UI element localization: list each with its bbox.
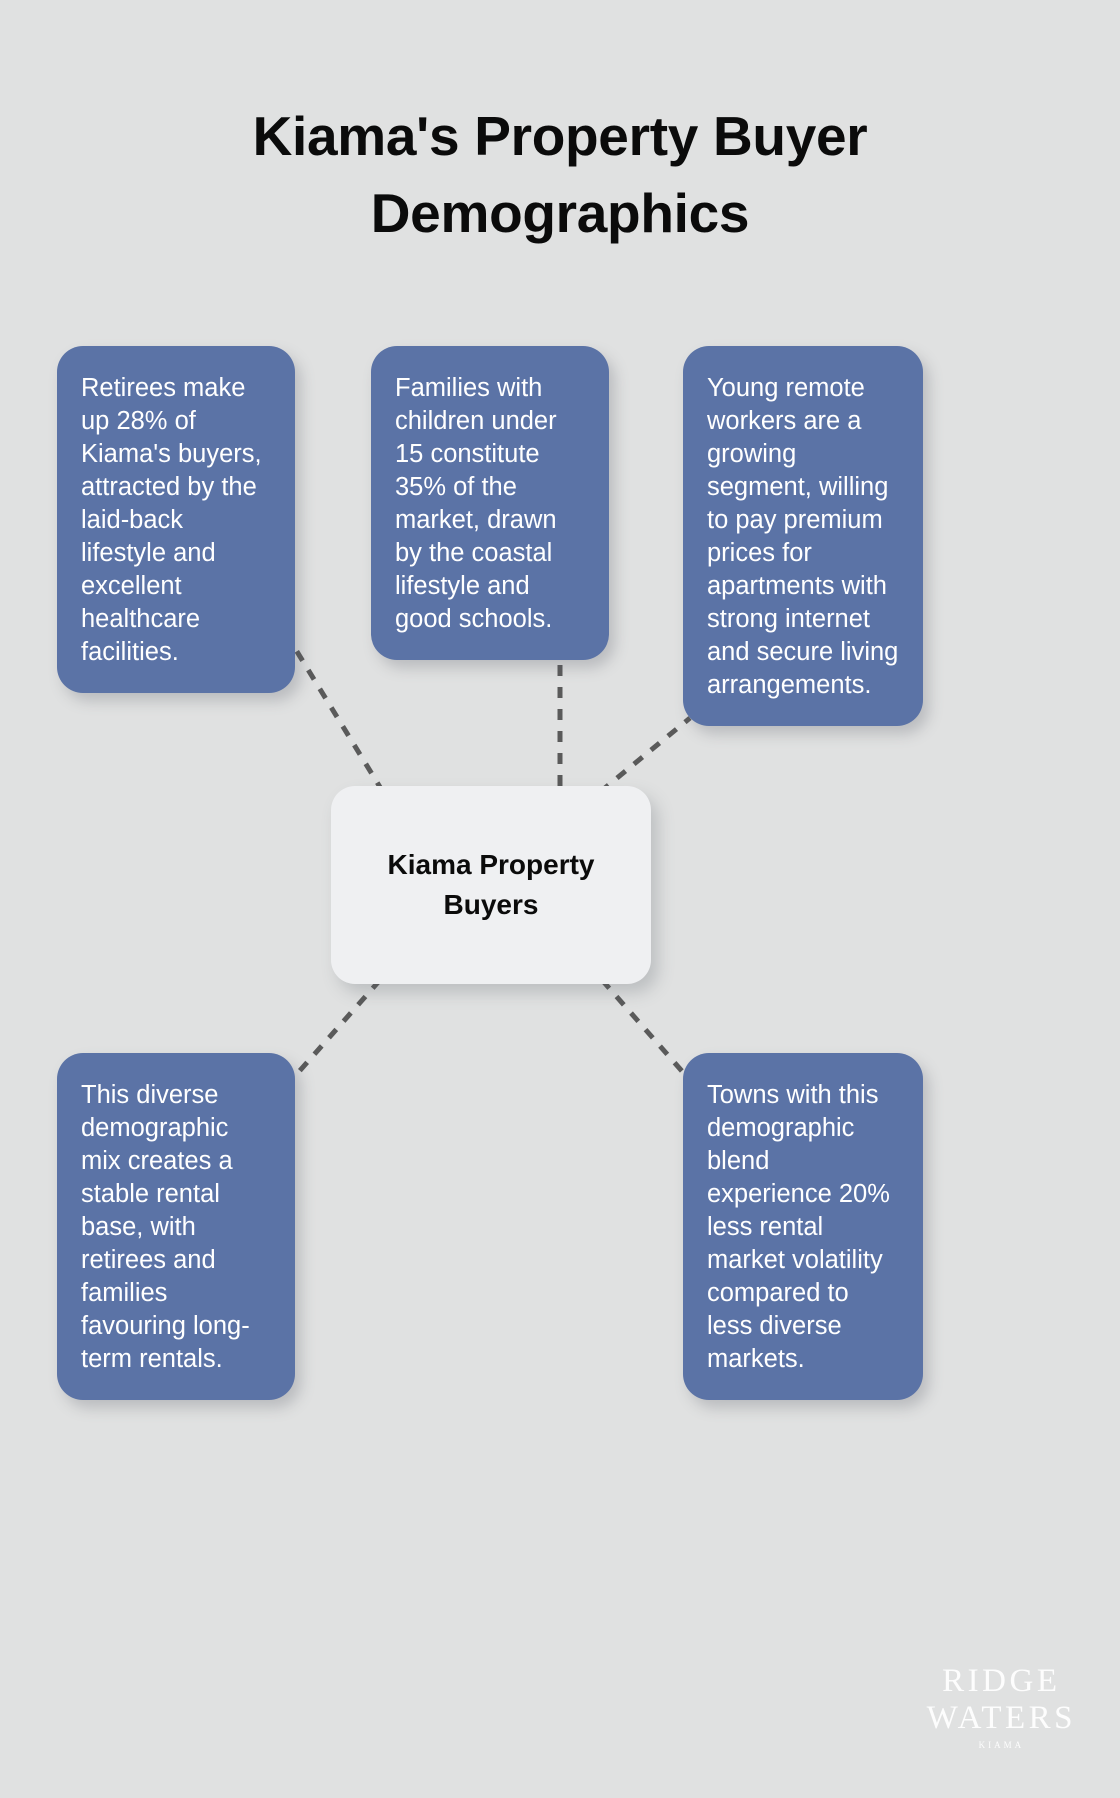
node-families-text: Families with children under 15 constitu… [395, 374, 557, 634]
node-center-hub-label: Kiama Property Buyers [387, 849, 595, 920]
connector-center-to-volatility [600, 978, 690, 1080]
node-market-volatility[interactable]: Towns with this demographic blend experi… [683, 1053, 923, 1401]
node-rental-base-text: This diverse demographic mix creates a s… [81, 1081, 250, 1374]
node-families[interactable]: Families with children under 15 constitu… [371, 346, 609, 661]
connector-center-to-rental-base [294, 978, 382, 1077]
brand-watermark-line1: RIDGE [942, 1663, 1061, 1699]
node-rental-base[interactable]: This diverse demographic mix creates a s… [57, 1053, 295, 1401]
node-remote-workers-text: Young remote workers are a growing segme… [707, 374, 899, 700]
node-retirees-text: Retirees make up 28% of Kiama's buyers, … [81, 374, 262, 667]
node-retirees[interactable]: Retirees make up 28% of Kiama's buyers, … [57, 346, 295, 694]
connector-center-to-remote-workers [598, 716, 692, 794]
node-remote-workers[interactable]: Young remote workers are a growing segme… [683, 346, 923, 727]
brand-watermark-line2: WATERS [926, 1700, 1076, 1736]
node-center-hub[interactable]: Kiama Property Buyers [331, 786, 651, 984]
brand-watermark-line3: KIAMA [978, 1740, 1025, 1750]
node-market-volatility-text: Towns with this demographic blend experi… [707, 1081, 890, 1374]
brand-watermark: RIDGE WATERS KIAMA [927, 1665, 1076, 1750]
connector-center-to-retirees [293, 648, 386, 794]
page-title: Kiama's Property Buyer Demographics [252, 105, 868, 244]
